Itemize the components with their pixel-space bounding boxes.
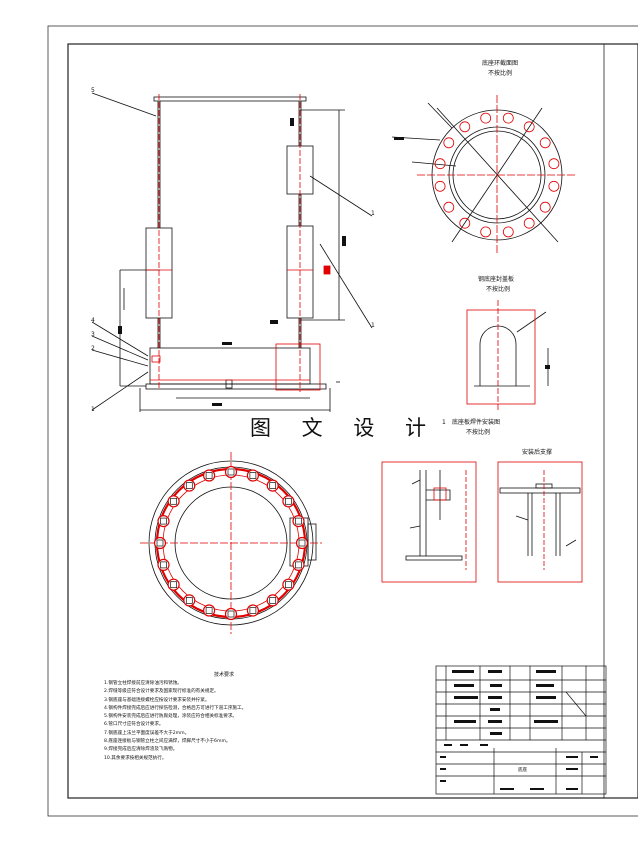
watermark-text: 图 文 设 计: [248, 412, 441, 442]
note-line: 4.钢构件焊接完成后应进行探伤检测，合格后方可进行下道工序施工。: [104, 705, 247, 711]
flange-bolt: [183, 479, 196, 492]
ring-notch: [548, 158, 560, 170]
detail-a-scale: 不按比例: [486, 286, 511, 293]
base-ring-section: [391, 102, 563, 243]
technical-notes: 1.钢管立柱焊接前应清除油污和锈蚀。 2.焊缝等级应符合设计要求及国家现行标准的…: [104, 680, 434, 763]
ring-notch: [548, 180, 560, 192]
note-line: 5.钢构件安装完成后应进行防腐处理，涂装应符合相关标准要求。: [104, 714, 238, 720]
flange-bolt: [292, 514, 305, 528]
balloon-1d: 1: [442, 419, 446, 426]
note-line: 7.钢底座上法兰平面度误差不大于2mm。: [104, 730, 190, 736]
front-elevation-view: [91, 92, 373, 412]
flange-bolt: [167, 578, 180, 591]
ring-notch: [480, 112, 492, 124]
ring-notch: [443, 137, 455, 149]
flange-bolt: [292, 558, 305, 572]
ring-notch: [539, 137, 551, 149]
note-line: 1.钢管立柱焊接前应清除油污和锈蚀。: [104, 681, 182, 686]
ring-notch: [523, 121, 535, 133]
note-line: 9.焊接完成后应清除焊渣及飞溅物。: [104, 747, 178, 753]
detail-b-title: 底座板焊件安装图: [452, 419, 501, 426]
ring-notch: [434, 158, 446, 170]
note-line: 3.钢底座与基础连接螺栓应按设计要求安装并拧紧。: [104, 697, 210, 703]
outer-frame: [47, 25, 638, 817]
flange-bolt: [266, 594, 279, 607]
detail-a-view: [474, 311, 549, 387]
flange-bolt: [203, 604, 216, 617]
ring-notch: [523, 217, 535, 229]
balloon-1a: 1: [91, 406, 95, 413]
ring-notch: [459, 121, 471, 133]
balloon-2: 2: [91, 345, 95, 352]
balloon-1b: 1: [371, 210, 375, 217]
front-elevation-red: [146, 94, 331, 392]
flange-bolt: [157, 558, 170, 572]
plan-view-red: [140, 452, 322, 634]
notes-title: 技术要求: [214, 672, 235, 678]
flange-bolt: [246, 604, 259, 617]
drawing-name: 底座: [518, 768, 527, 773]
flange-bolt: [224, 465, 238, 479]
detail-c-view: [499, 483, 581, 556]
flange-bolt: [282, 495, 295, 508]
ring-notch: [539, 201, 551, 213]
base-ring-notches: [434, 112, 560, 238]
detail-b-view: [405, 470, 463, 561]
detail-b-scale: 不按比例: [466, 429, 491, 436]
balloon-3: 3: [91, 331, 95, 338]
title-block-fills: [440, 670, 598, 790]
section-view-title: 底座环截面图: [482, 60, 519, 67]
flange-bolt: [183, 594, 196, 607]
ring-notch: [459, 217, 471, 229]
inner-frame: [67, 43, 638, 799]
balloon-5: 5: [91, 87, 95, 94]
balloon-4: 4: [91, 317, 95, 324]
balloon-1c: 1: [371, 322, 375, 329]
plan-bolts: [153, 465, 309, 621]
note-line: 6.管口尺寸应符合设计要求。: [104, 722, 164, 728]
flange-bolt: [295, 536, 309, 550]
flange-bolt: [266, 479, 279, 492]
ring-notch: [434, 180, 446, 192]
section-view-scale: 不按比例: [488, 70, 513, 77]
flange-bolt: [246, 469, 259, 482]
note-line: 10.其余要求按相关规范执行。: [104, 755, 167, 761]
flange-bolt: [157, 514, 170, 528]
ring-notch: [443, 201, 455, 213]
detail-c-title: 安装后支撑: [522, 449, 553, 456]
ring-notch: [480, 226, 492, 238]
note-line: 8.底座连接板与钢管立柱之间应满焊，焊脚尺寸不小于6mm。: [104, 739, 231, 745]
ring-notch: [502, 226, 514, 238]
flange-bolt: [224, 607, 238, 621]
detail-a-title: 钢底座封盖板: [478, 276, 515, 283]
note-line: 2.焊缝等级应符合设计要求及国家现行标准的有关规定。: [104, 689, 219, 695]
title-block: [435, 665, 607, 795]
flange-bolt: [203, 469, 216, 482]
flange-bolt: [282, 578, 295, 591]
flange-bolt: [153, 536, 167, 550]
ring-notch: [502, 112, 514, 124]
flange-bolt: [167, 495, 180, 508]
